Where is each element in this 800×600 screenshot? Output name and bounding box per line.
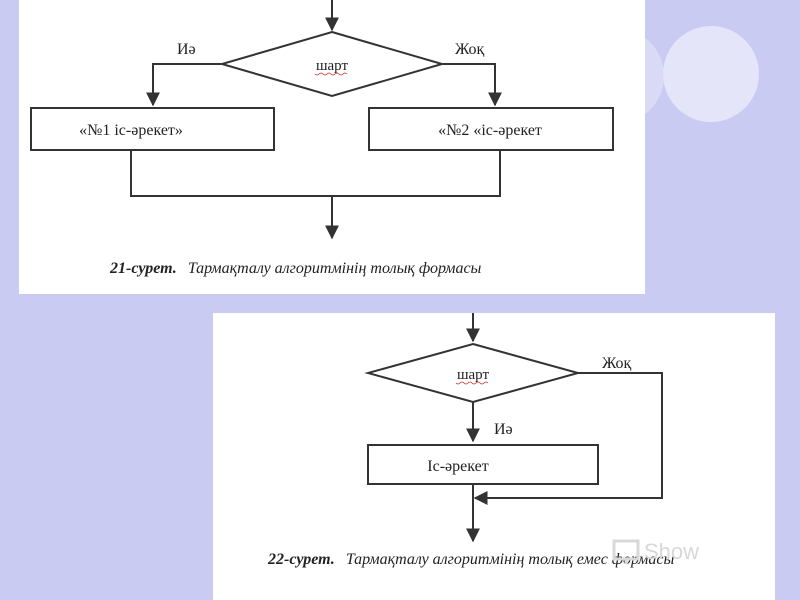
flowchart-panel-full-form: шарт Иә Жоқ «№1 іс-әрекет» «№2 «іс-әреке… [19, 0, 645, 294]
figure21-caption-number: 21-сурет. [109, 260, 177, 277]
condition-spellcheck-underline [455, 381, 489, 385]
presentation-icon [612, 539, 640, 564]
figure22-caption: 22-сурет. Тармақталу алгоритмінің толық … [267, 549, 674, 568]
action2-label: «№2 «іс-әрекет [438, 122, 542, 139]
condition-label: шарт [316, 58, 349, 74]
figure22-caption-number: 22-сурет. [267, 551, 335, 568]
yes-branch-line [146, 63, 222, 107]
flowchart-panel-partial-form: шарт Жоқ Иә Іс-әрекет 22-сурет. Тармақта… [213, 313, 775, 600]
no-label: Жоқ [455, 41, 485, 58]
no-branch-line [473, 372, 663, 505]
action2-box [368, 107, 614, 151]
flowchart-partial-form: шарт Жоқ Иә Іс-әрекет 22-сурет. Тармақта… [267, 313, 674, 568]
merge-line [130, 150, 501, 197]
action-box [367, 444, 599, 485]
action1-label: «№1 іс-әрекет» [79, 122, 183, 139]
watermark: Show [612, 539, 699, 564]
no-branch-line [442, 63, 502, 107]
flowchart-full-form: шарт Иә Жоқ «№1 іс-әрекет» «№2 «іс-әреке… [30, 0, 614, 277]
yes-label: Иә [494, 421, 513, 438]
watermark-text: Show [644, 539, 699, 564]
figure21-caption-text: Тармақталу алгоритмінің толық формасы [188, 260, 482, 277]
figure22-caption-text: Тармақталу алгоритмінің толық емес форма… [346, 551, 675, 568]
condition-label: шарт [457, 367, 490, 383]
condition-spellcheck-underline [314, 72, 348, 76]
figure21-caption: 21-сурет. Тармақталу алгоритмінің толық … [109, 258, 482, 277]
yes-label: Иә [177, 41, 196, 58]
condition-diamond [218, 30, 446, 98]
background-circle-right [663, 26, 759, 122]
action-label: Іс-әрекет [427, 458, 488, 475]
no-label: Жоқ [602, 355, 632, 372]
action1-box [30, 107, 275, 151]
